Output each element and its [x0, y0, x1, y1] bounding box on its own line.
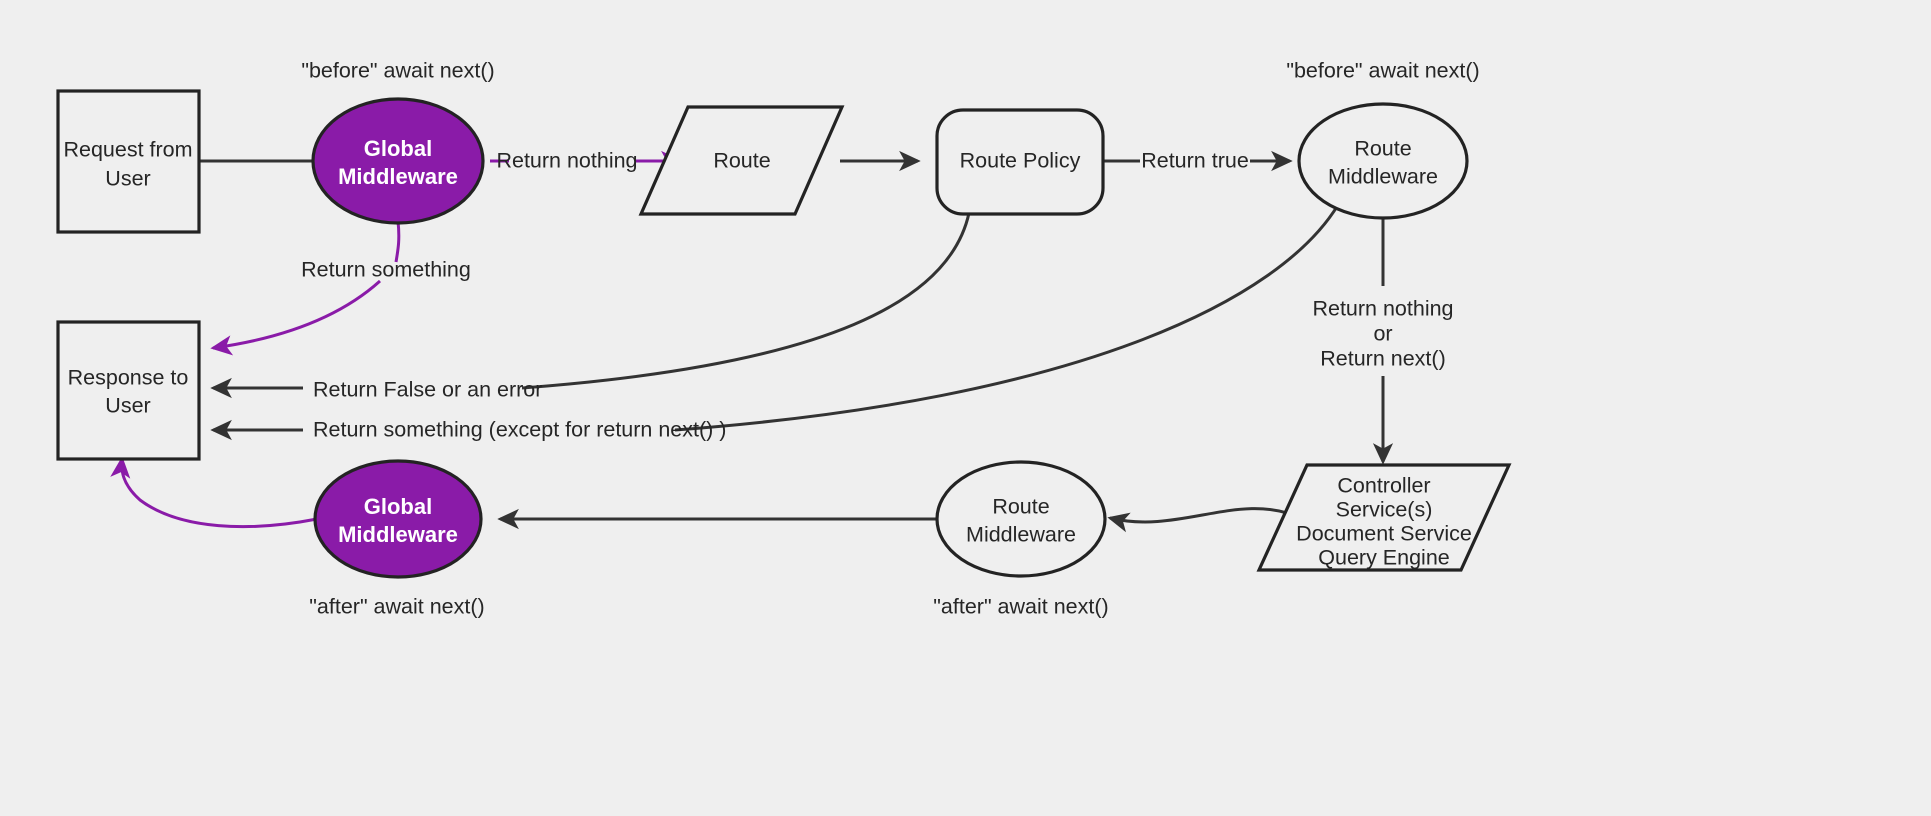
global-middleware-out-label-line2: Middleware [338, 522, 458, 547]
node-global-middleware-in[interactable]: Global Middleware [311, 97, 485, 225]
global-middleware-in-label-line1: Global [364, 136, 432, 161]
global-middleware-in-label-line2: Middleware [338, 164, 458, 189]
node-route-middleware-out[interactable]: Route Middleware [935, 460, 1107, 578]
route-shape [638, 105, 845, 216]
global-middleware-out-label-line1: Global [364, 494, 432, 519]
route-middleware-out-label-line2: Middleware [966, 523, 1076, 547]
route-middleware-in-shape [1297, 102, 1469, 220]
edge-label-return-true: Return true [1141, 149, 1249, 173]
edge-label-return-something-except: Return something (except for return next… [313, 418, 726, 442]
edge-label-return-nothing: Return nothing [496, 149, 637, 173]
route-middleware-out-shape [935, 460, 1107, 578]
edge-label-return-something: Return something [301, 258, 471, 282]
node-route-middleware-in[interactable]: Route Middleware [1297, 102, 1469, 220]
route-middleware-in-label-line1: Route [1354, 137, 1411, 161]
node-controller-services[interactable]: Controller Service(s) Document Service Q… [1256, 463, 1512, 572]
node-route-policy[interactable]: Route Policy [935, 108, 1105, 216]
edge-global-middleware-out-to-response [110, 456, 318, 529]
controller-services-label-line2: Service(s) [1336, 498, 1433, 522]
edge-controller-to-route-middleware-out [1107, 507, 1301, 533]
edge-global-middleware-to-response-upper [394, 220, 401, 263]
route-label: Route [713, 149, 770, 173]
response-to-user-label-line2: User [105, 394, 150, 418]
edge-route-policy-to-response-curve [521, 212, 971, 390]
route-policy-label: Route Policy [960, 149, 1081, 173]
edge-label-return-nothing-or-next-line2: or [1373, 322, 1392, 346]
request-from-user-label-line2: User [105, 167, 150, 191]
controller-services-label-line1: Controller [1337, 474, 1430, 498]
edge-label-return-nothing-or-next-line3: Return next() [1320, 347, 1445, 371]
response-to-user-shape [56, 320, 201, 461]
annotation-after-await-next-global: "after" await next() [309, 595, 484, 619]
node-request-from-user[interactable]: Request from User [56, 89, 201, 234]
annotation-after-await-next-route: "after" await next() [933, 595, 1108, 619]
response-to-user-label-line1: Response to [68, 366, 189, 390]
annotation-before-await-next-global: "before" await next() [301, 59, 494, 83]
edge-label-return-false-or-error: Return False or an error [313, 378, 542, 402]
request-from-user-label-line1: Request from [63, 138, 192, 162]
controller-services-label-line3: Document Service [1296, 522, 1472, 546]
route-policy-shape [935, 108, 1105, 216]
node-global-middleware-out[interactable]: Global Middleware [313, 459, 483, 579]
edge-route-middleware-to-response-curve [674, 204, 1340, 432]
node-response-to-user[interactable]: Response to User [56, 320, 201, 461]
route-middleware-out-label-line1: Route [992, 495, 1049, 519]
edge-label-return-nothing-or-next-line1: Return nothing [1312, 297, 1453, 321]
global-middleware-out-shape [313, 459, 483, 579]
route-middleware-in-label-line2: Middleware [1328, 165, 1438, 189]
controller-services-label-line4: Query Engine [1318, 546, 1449, 570]
edge-global-middleware-to-response [210, 279, 382, 356]
controller-services-shape [1256, 463, 1512, 572]
global-middleware-in-shape [311, 97, 485, 225]
annotation-before-await-next-route: "before" await next() [1286, 59, 1479, 83]
node-route[interactable]: Route [638, 105, 845, 216]
request-from-user-shape [56, 89, 201, 234]
